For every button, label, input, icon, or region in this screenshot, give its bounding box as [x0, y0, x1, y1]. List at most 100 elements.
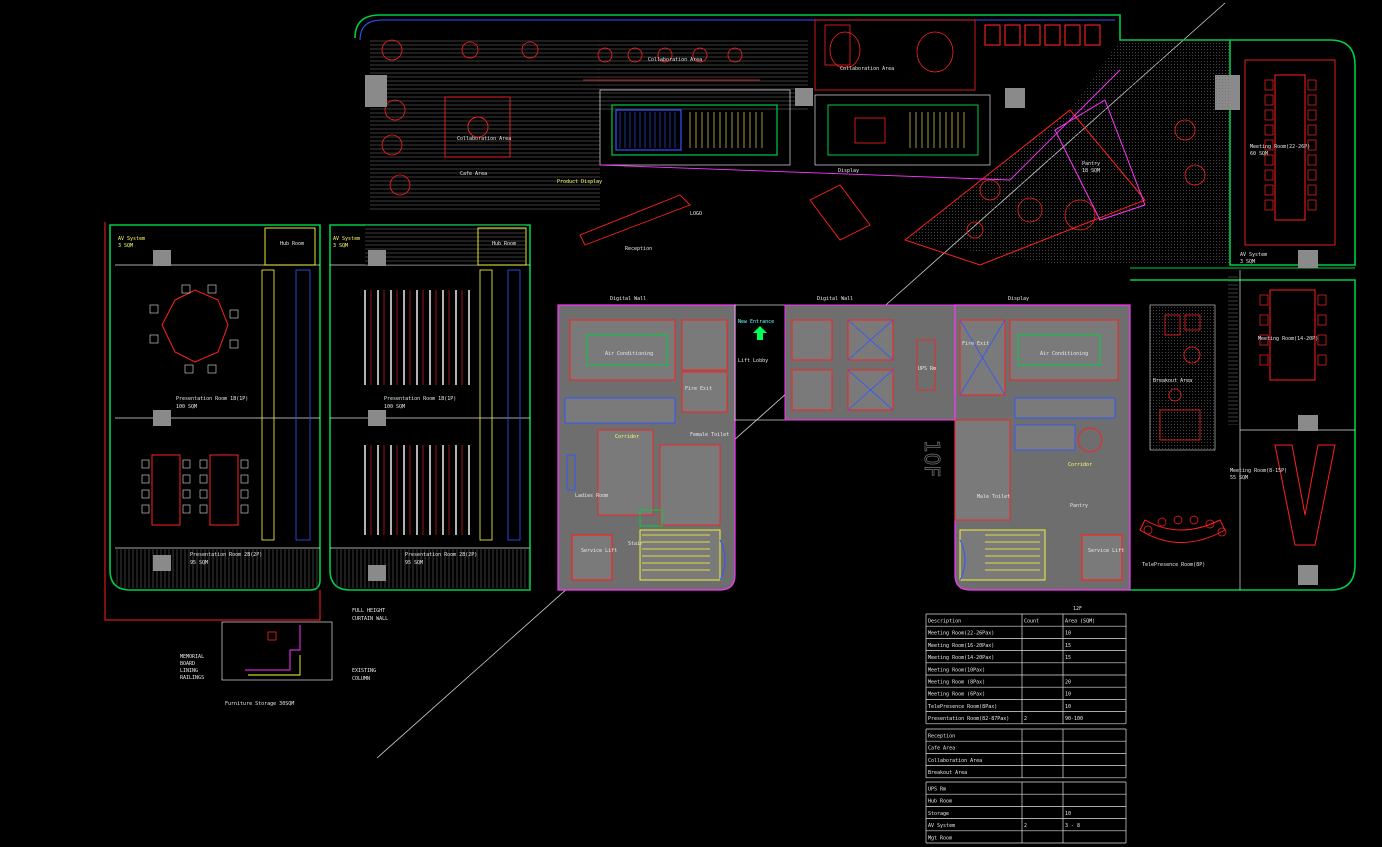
table-cell: Meeting Room(16-20Pax) [928, 643, 994, 649]
label-rooftop-collab: Collaboration Area [457, 136, 511, 142]
label-av-system-mid: AV System [333, 236, 360, 242]
label-display-2: Display [1008, 296, 1029, 302]
table-cell: Meeting Room(14-20Pax) [928, 655, 994, 661]
label-stair: Stair [628, 541, 643, 547]
table-cell: Reception [928, 734, 955, 740]
table-cell: Meeting Room(10Pax) [928, 667, 985, 673]
table-cell: Meeting Room(22-26Pax) [928, 631, 994, 637]
table-header-cell: Count [1024, 619, 1039, 625]
table-cell: UPS Rm [928, 787, 946, 793]
table-header-cell: Description [928, 619, 961, 625]
label-new-entrance: New Entrance [738, 319, 774, 325]
table-cell: 15 [1065, 655, 1071, 661]
label-ladies-room: Ladies Room [575, 493, 608, 499]
label-presentation-room-1a: Presentation Room 1B(1P) [176, 396, 248, 402]
table-floor-label: 12F [1073, 606, 1082, 612]
label-meeting-room-low-right: Meeting Room(8-15P) [1230, 468, 1287, 474]
label-meeting-room-low-right-area: 55 SQM [1230, 475, 1248, 481]
label-av-system-left: AV System [118, 236, 145, 242]
label-corridor-right: Corridor [1068, 462, 1092, 468]
area-schedule-table: 12F Description Count Area (SQM) Meeting Ro… [925, 606, 1127, 844]
central-lift-lobby: New Entrance Lift Lobby UPS Rm Digital W… [610, 296, 1029, 477]
label-digital-wall-2: Digital Wall [817, 296, 853, 302]
label-av-system-left-area: 3 SQM [118, 243, 133, 249]
label-av-system-right: AV System [1240, 252, 1267, 258]
label-female-toilet: Female Toilet [690, 432, 729, 438]
table-cell: Collaboration Area [928, 758, 982, 764]
label-male-toilet: Male Toilet [977, 494, 1010, 500]
north-wing: Cafe Area Collaboration Area Collaborati… [354, 14, 1356, 266]
label-hub-room-1: Hub Room [280, 241, 304, 247]
table-cell: Cafe Area [928, 746, 955, 752]
label-full-height-1: FULL HEIGHT [352, 608, 385, 614]
table-cell: 3 - 8 [1065, 823, 1080, 829]
label-full-height-4: COLUMN [352, 676, 370, 682]
core-right: Air Conditioning Fire Exit Corridor Male… [954, 304, 1131, 591]
label-air-conditioning-2: Air Conditioning [1040, 351, 1088, 357]
label-meeting-room-top-right: Meeting Room(22-26P) [1250, 144, 1310, 150]
label-full-height-3: EXISTING [352, 668, 376, 674]
table-header-cell: Area (SQM) [1065, 619, 1095, 625]
label-fire-exit-right: Fire Exit [962, 341, 989, 347]
label-reception: Reception [625, 246, 652, 252]
label-full-height-2: CURTAIN WALL [352, 616, 388, 622]
table-cell: 10 [1065, 692, 1071, 698]
label-fire-exit-left: Fire Exit [685, 386, 712, 392]
label-av-system-mid-area: 3 SQM [333, 243, 348, 249]
label-presentation-room-2b-area: 95 SQM [405, 560, 423, 566]
table-cell: 10 [1065, 704, 1071, 710]
east-wing: Breakout Area Meeting Room(14-20P) Meeti… [1130, 250, 1356, 591]
floor-watermark: 10F [920, 440, 944, 477]
table-cell: 90-100 [1065, 716, 1083, 722]
table-cell: 10 [1065, 811, 1071, 817]
label-pantry-area: 18 SQM [1082, 168, 1100, 174]
label-pantry-room: Pantry [1070, 503, 1088, 509]
table-cell: Mgt Room [928, 835, 952, 841]
label-presentation-room-2a-area: 95 SQM [190, 560, 208, 566]
label-storage-note-4: RAILINGS [180, 675, 204, 681]
table-cell: 2 [1024, 716, 1027, 722]
label-presentation-room-2b: Presentation Room 2B(2P) [405, 552, 477, 558]
label-service-lift-left: Service Lift [581, 548, 617, 554]
label-breakout-area: Breakout Area [1153, 378, 1192, 384]
label-presentation-room-1b-area: 100 SQM [384, 404, 405, 410]
label-logo: LOGO [690, 211, 702, 217]
table-cell: Meeting Room (6Pax) [928, 692, 985, 698]
label-telepresence-room: TelePresence Room(8P) [1142, 562, 1205, 568]
table-cell: 10 [1065, 631, 1071, 637]
storage-detail: Furniture Storage 30SQM MEMORIAL BOARD L… [180, 608, 388, 707]
label-storage-note-2: BOARD [180, 661, 195, 667]
label-collaboration-area-left: Collaboration Area [648, 57, 702, 63]
label-corridor-left: Corridor [615, 434, 639, 440]
label-lift-lobby: Lift Lobby [738, 358, 768, 364]
label-av-system-right-area: 3 SQM [1240, 259, 1255, 265]
table-cell: Storage [928, 811, 949, 817]
label-collaboration-area-right: Collaboration Area [840, 66, 894, 72]
table-cell: AV System [928, 823, 955, 829]
label-presentation-room-1a-area: 100 SQM [176, 404, 197, 410]
label-pantry: Pantry [1082, 161, 1100, 167]
table-cell: 15 [1065, 643, 1071, 649]
label-presentation-room-1b: Presentation Room 1B(1P) [384, 396, 456, 402]
label-presentation-room-2a: Presentation Room 2B(2P) [190, 552, 262, 558]
table-cell: TelePresence Room(8Pax) [928, 704, 997, 710]
label-cafe-area: Cafe Area [460, 171, 487, 177]
west-wing: Presentation Room 1B(1P) 100 SQM Present… [104, 222, 531, 621]
label-hub-room-2: Hub Room [492, 241, 516, 247]
label-meeting-room-top-right-area: 60 SQM [1250, 151, 1268, 157]
table-cell: Hub Room [928, 799, 952, 805]
label-product-display: Product Display [557, 179, 602, 185]
table-cell: Presentation Room(82-87Pax) [928, 716, 1009, 722]
label-storage-note-3: LINING [180, 668, 198, 674]
label-ups: UPS Rm [918, 366, 936, 372]
label-service-lift-right: Service Lift [1088, 548, 1124, 554]
table-cell: Breakout Area [928, 770, 967, 776]
core-left: Air Conditioning Fire Exit Corridor Fema… [557, 304, 736, 591]
table-cell: 20 [1065, 680, 1071, 686]
label-display: Display [838, 168, 859, 174]
table-cell: 2 [1024, 823, 1027, 829]
label-storage-note: Furniture Storage 30SQM [225, 701, 294, 707]
label-digital-wall-1: Digital Wall [610, 296, 646, 302]
label-air-conditioning-1: Air Conditioning [605, 351, 653, 357]
